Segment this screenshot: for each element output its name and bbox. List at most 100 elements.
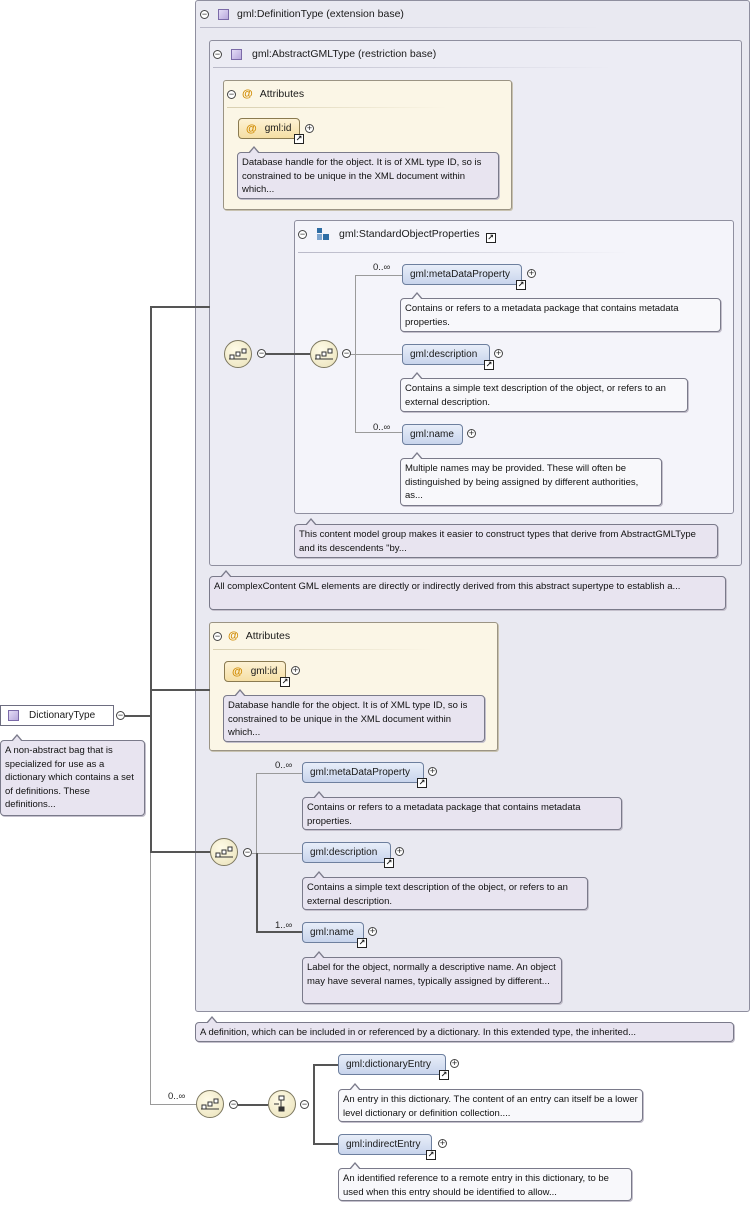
group-annotation: This content model group makes it easier… (294, 518, 718, 558)
element-annotation: Contains a simple text description of th… (400, 372, 688, 412)
element-label: gml:description (310, 847, 378, 858)
expand-icon[interactable]: + (428, 766, 437, 776)
reference-link-icon[interactable]: ↗ (516, 280, 526, 290)
attribute-gml-id-outer[interactable]: @ gml:id (224, 661, 286, 682)
connector-line (150, 1104, 196, 1105)
expand-icon[interactable]: + (527, 268, 536, 278)
attribute-icon: @ (228, 630, 239, 642)
connector-line (150, 306, 152, 853)
reference-link-icon[interactable]: ↗ (485, 233, 496, 243)
header-divider (227, 107, 447, 108)
collapse-icon[interactable]: − (342, 348, 351, 358)
connector-line (150, 689, 210, 691)
attribute-gml-id-inner[interactable]: @ gml:id (238, 118, 300, 139)
collapse-icon[interactable]: − (116, 710, 125, 720)
element-label: gml:indirectEntry (346, 1139, 421, 1150)
definition-type-title: gml:DefinitionType (extension base) (237, 8, 404, 20)
reference-link-icon[interactable]: ↗ (280, 677, 290, 687)
connector-line (256, 773, 257, 853)
attributes-outer-title: Attributes (245, 630, 291, 642)
connector-line (355, 432, 402, 433)
expand-icon[interactable]: + (368, 926, 377, 936)
sequence-compositor-icon[interactable] (310, 340, 338, 368)
element-label: gml:name (310, 927, 354, 938)
collapse-icon[interactable]: − (227, 88, 236, 99)
choice-compositor-icon[interactable] (268, 1090, 296, 1118)
connector-line (256, 853, 258, 933)
connector-line (313, 1064, 315, 1144)
expand-icon[interactable]: + (467, 428, 476, 438)
complex-type-icon (218, 8, 229, 20)
reference-link-icon[interactable]: ↗ (384, 858, 394, 868)
connector-line (355, 275, 402, 276)
header-divider (298, 252, 628, 253)
attributes-inner-title: Attributes (259, 88, 305, 100)
reference-link-icon[interactable]: ↗ (294, 134, 304, 144)
definition-type-annotation: A definition, which can be included in o… (195, 1016, 734, 1042)
sequence-compositor-icon[interactable] (210, 838, 238, 866)
expand-icon[interactable]: + (438, 1138, 447, 1148)
complex-type-icon (8, 710, 19, 721)
attribute-annotation: Database handle for the object. It is of… (237, 146, 499, 199)
connector-line (350, 354, 402, 355)
element-description[interactable]: gml:description (402, 344, 490, 365)
element-name[interactable]: gml:name (402, 424, 463, 445)
abstract-gml-type-header[interactable]: − gml:AbstractGMLType (restriction base) (213, 48, 436, 60)
element-annotation: Label for the object, normally a descrip… (302, 951, 562, 1004)
root-annotation: A non-abstract bag that is specialized f… (0, 734, 145, 816)
collapse-icon[interactable]: − (298, 228, 307, 239)
reference-link-icon[interactable]: ↗ (484, 360, 494, 370)
cardinality-label: 0..∞ (373, 422, 391, 433)
element-metadataproperty[interactable]: gml:metaDataProperty (402, 264, 522, 285)
definition-type-header[interactable]: − gml:DefinitionType (extension base) (200, 8, 404, 20)
element-metadataproperty[interactable]: gml:metaDataProperty (302, 762, 424, 783)
collapse-icon[interactable]: − (229, 1099, 238, 1109)
header-divider (213, 67, 613, 68)
attribute-annotation: Database handle for the object. It is of… (223, 689, 485, 742)
attribute-label: gml:id (250, 666, 278, 677)
element-name[interactable]: gml:name (302, 922, 364, 943)
expand-icon[interactable]: + (305, 123, 314, 133)
element-annotation: Contains or refers to a metadata package… (400, 292, 721, 332)
collapse-icon[interactable]: − (243, 847, 252, 857)
connector-line (150, 851, 212, 853)
reference-link-icon[interactable]: ↗ (417, 778, 427, 788)
connector-line (355, 275, 356, 432)
reference-link-icon[interactable]: ↗ (439, 1070, 449, 1080)
collapse-icon[interactable]: − (213, 630, 222, 641)
header-divider (200, 27, 600, 28)
standard-object-properties-header[interactable]: − gml:StandardObjectProperties ↗ (298, 228, 496, 243)
collapse-icon[interactable]: − (257, 348, 266, 358)
sequence-compositor-icon[interactable] (224, 340, 252, 368)
connector-line (252, 853, 302, 854)
attributes-inner-header[interactable]: − @ Attributes (227, 88, 304, 100)
reference-link-icon[interactable]: ↗ (426, 1150, 436, 1160)
header-divider (213, 649, 433, 650)
attributes-outer-header[interactable]: − @ Attributes (213, 630, 290, 642)
expand-icon[interactable]: + (291, 665, 300, 675)
element-indirect-entry[interactable]: gml:indirectEntry (338, 1134, 432, 1155)
expand-icon[interactable]: + (450, 1058, 459, 1068)
connector-line (256, 931, 302, 933)
root-label: DictionaryType (29, 710, 96, 721)
element-description[interactable]: gml:description (302, 842, 391, 863)
connector-line (266, 353, 310, 355)
root-dictionary-type[interactable]: DictionaryType (0, 705, 114, 726)
connector-line (125, 715, 151, 717)
element-label: gml:description (410, 349, 478, 360)
expand-icon[interactable]: + (494, 348, 503, 358)
connector-line (150, 306, 210, 308)
collapse-icon[interactable]: − (213, 48, 222, 59)
connector-line (313, 1143, 338, 1145)
collapse-icon[interactable]: − (300, 1099, 309, 1109)
cardinality-label: 0..∞ (373, 262, 391, 273)
collapse-icon[interactable]: − (200, 8, 209, 19)
expand-icon[interactable]: + (395, 846, 404, 856)
element-label: gml:metaDataProperty (410, 269, 511, 280)
attribute-icon: @ (246, 122, 257, 135)
element-dictionary-entry[interactable]: gml:dictionaryEntry (338, 1054, 446, 1075)
connector-line (313, 1064, 338, 1066)
reference-link-icon[interactable]: ↗ (357, 938, 367, 948)
element-annotation: An entry in this dictionary. The content… (338, 1083, 643, 1122)
sequence-compositor-icon[interactable] (196, 1090, 224, 1118)
